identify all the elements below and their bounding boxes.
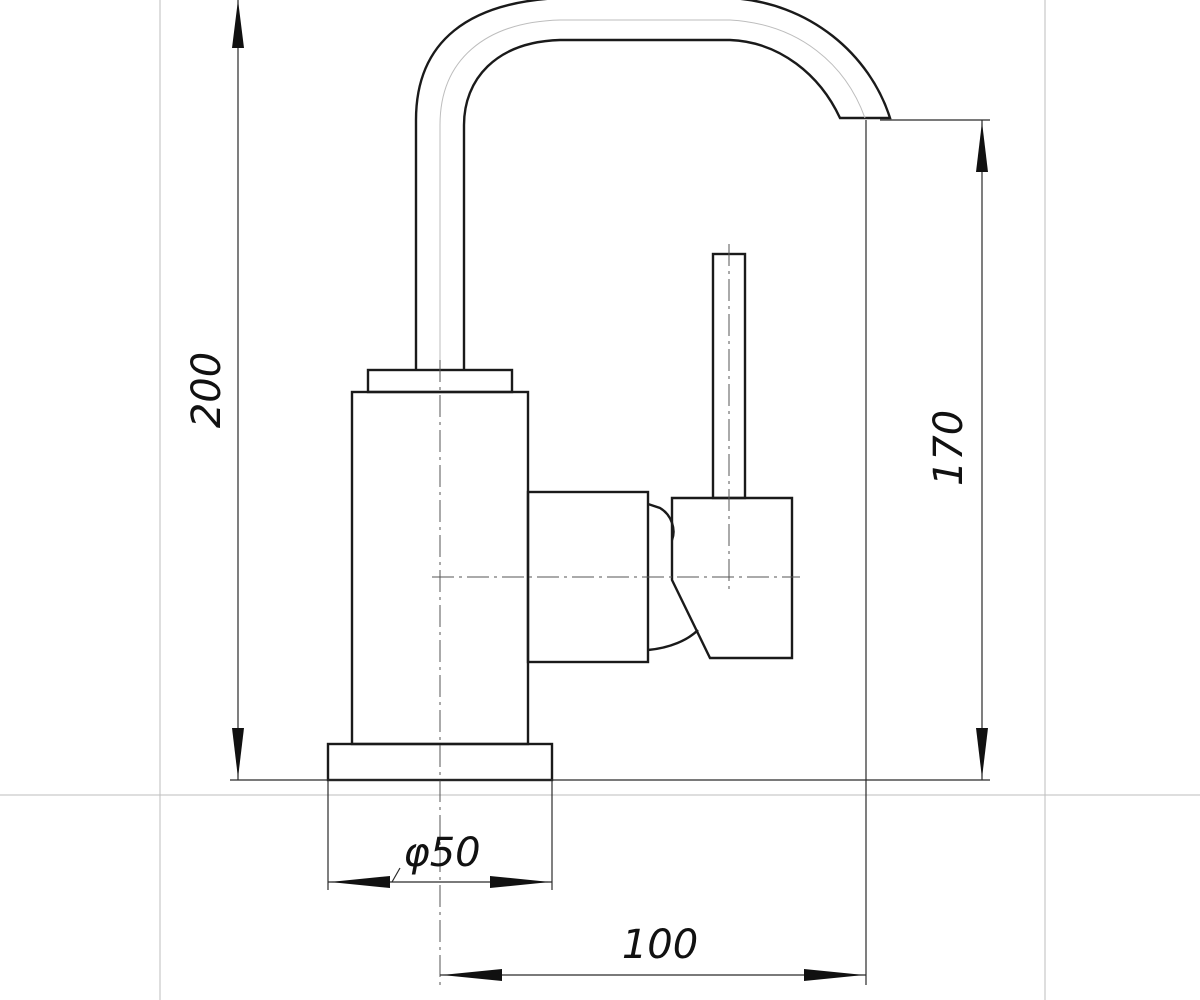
dim-170-arrow-bottom — [976, 728, 988, 778]
spout-centerline — [439, 19, 866, 370]
dim-170-arrow-top — [976, 122, 988, 172]
dim-100-arrow-left — [442, 969, 502, 981]
dim-100-arrow-right — [804, 969, 864, 981]
dim-100-label: 100 — [622, 922, 698, 968]
dimension-lines — [230, 0, 990, 985]
dim-200-label: 200 — [184, 352, 230, 428]
dim-50-arrow-right — [490, 876, 550, 888]
dim-200-arrow-bottom — [232, 728, 244, 778]
dim-200-arrow-top — [232, 0, 244, 48]
dim-50-arrow-left — [330, 876, 390, 888]
center-lines — [432, 244, 800, 990]
dim-50-label: φ50 — [403, 830, 480, 876]
dimension-labels: 200 170 φ50 100 — [184, 352, 972, 968]
spout-outer-contour — [414, 0, 892, 370]
dim-170-label: 170 — [926, 410, 972, 486]
dim-50-leader — [391, 867, 401, 883]
faucet — [326, 0, 892, 782]
handle-block — [670, 496, 794, 660]
